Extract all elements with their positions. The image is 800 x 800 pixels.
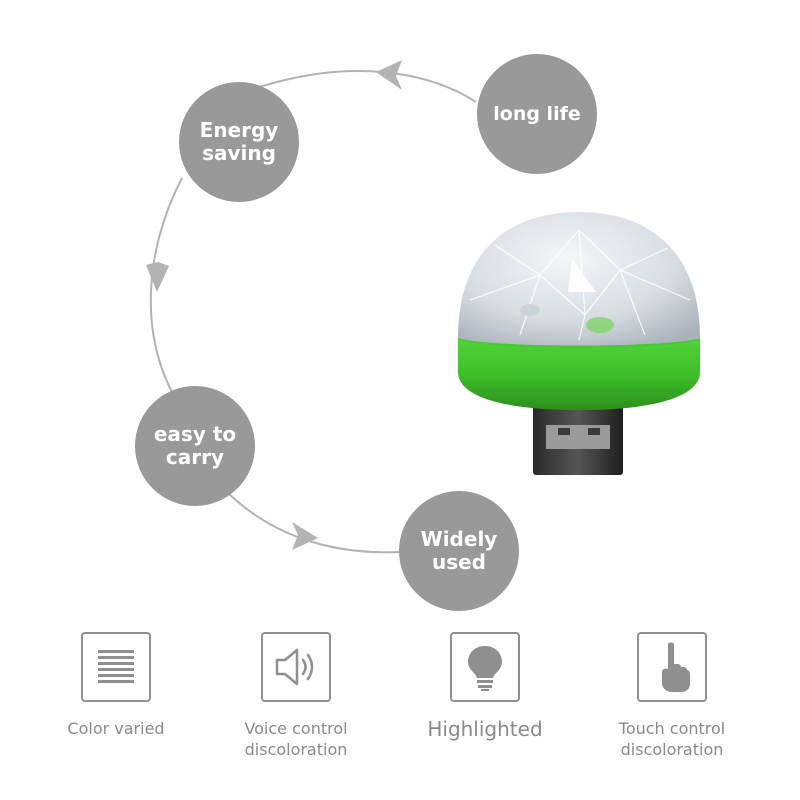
usb-plug (533, 400, 623, 475)
speaker-icon (261, 632, 331, 702)
feature-color-varied: Color varied (31, 632, 201, 739)
feature-label: Voice control discoloration (244, 719, 348, 759)
pointing-hand-icon (637, 632, 707, 702)
feature-label: Color varied (67, 719, 165, 738)
feature-label: Highlighted (427, 717, 543, 741)
energy-saving-bubble: Energy saving (179, 82, 299, 202)
feature-touch-control: Touch control discoloration (587, 632, 757, 760)
easy-to-carry-bubble: easy to carry (135, 386, 255, 506)
arrow-head-top-icon (376, 60, 402, 90)
arrow-head-left-icon (146, 262, 169, 292)
menu-lines-icon (81, 632, 151, 702)
widely-used-bubble: Widely used (399, 491, 519, 611)
arrow-head-bottom-icon (292, 522, 318, 550)
feature-highlighted: Highlighted (400, 632, 570, 741)
light-bulb-icon (450, 632, 520, 702)
feature-label: Touch control discoloration (618, 719, 726, 759)
arrow-path-left (149, 177, 183, 393)
green-base (458, 338, 700, 410)
long-life-bubble: long life (477, 54, 597, 174)
feature-voice-control: Voice control discoloration (211, 632, 381, 760)
